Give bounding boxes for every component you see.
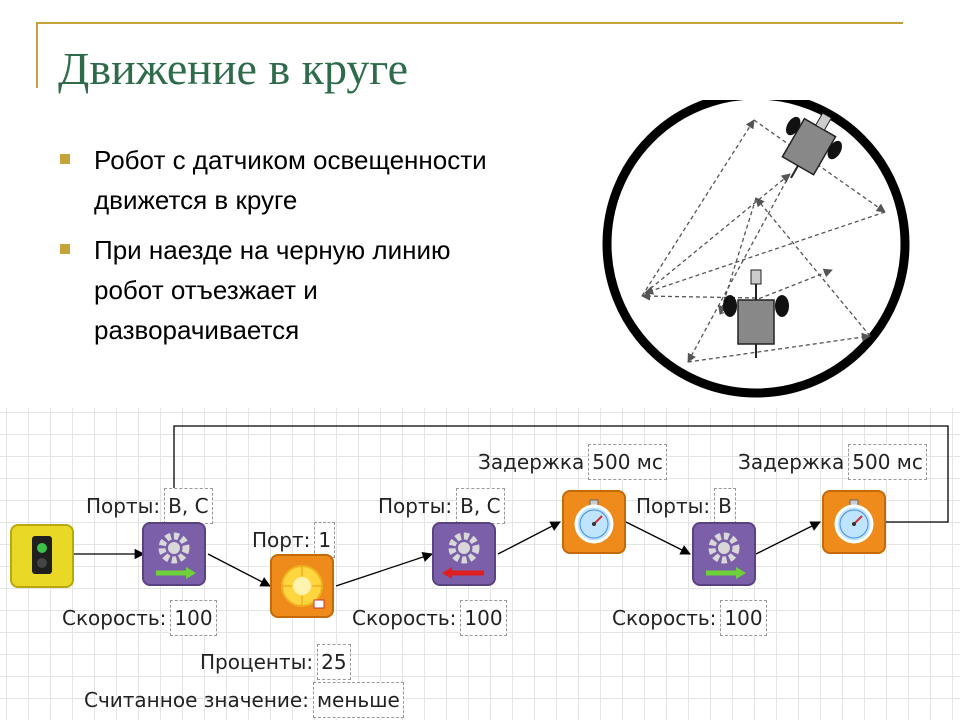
port-value[interactable]: 1	[314, 522, 336, 558]
robot-trajectory-lines	[641, 119, 886, 363]
wire-loop-back	[168, 425, 949, 524]
sensor-port-param: Порт:1	[252, 522, 336, 558]
ports-value[interactable]: B, C	[456, 488, 505, 524]
gear-icon	[156, 532, 196, 579]
robot-bottom-icon	[723, 269, 789, 358]
ports-label: Порты:	[378, 494, 453, 518]
percent-value[interactable]: 25	[317, 644, 351, 680]
ports-value[interactable]: B	[714, 488, 736, 524]
delay-value[interactable]: 500 мс	[848, 444, 927, 480]
speed-label: Скорость:	[352, 606, 457, 630]
motor2-speed-param: Скорость:100	[352, 600, 507, 636]
motor3-speed-param: Скорость:100	[612, 600, 767, 636]
ports-label: Порты:	[636, 494, 711, 518]
slide-title: Движение в круге	[58, 43, 409, 94]
wire-motor3-to-wait2	[755, 521, 821, 555]
motor2-ports-param: Порты:B, C	[378, 488, 505, 524]
motor-block-3[interactable]	[692, 522, 756, 586]
delay-value[interactable]: 500 мс	[588, 444, 667, 480]
light-sensor-block[interactable]	[270, 554, 334, 618]
bullet-text: Робот с датчиком освещенности движется в…	[94, 145, 487, 215]
port-label: Порт:	[252, 528, 311, 552]
wait-block-2[interactable]	[822, 490, 886, 554]
arena-illustration	[602, 100, 910, 398]
gear-icon	[442, 532, 484, 579]
motor-block-1[interactable]	[142, 522, 206, 586]
speed-value[interactable]: 100	[170, 600, 217, 636]
stopwatch-icon	[834, 499, 874, 544]
sequence-wires	[74, 425, 949, 587]
motor1-ports-param: Порты:B, C	[86, 488, 213, 524]
wait-block-1[interactable]	[562, 490, 626, 554]
delay-label: Задержка	[738, 450, 845, 474]
speed-value[interactable]: 100	[460, 600, 507, 636]
wire-motor1-to-sensor	[207, 553, 271, 587]
wire-sensor-to-motor2	[335, 552, 433, 587]
stopwatch-icon	[574, 499, 614, 544]
start-block[interactable]	[10, 524, 74, 588]
speed-label: Скорость:	[612, 606, 717, 630]
arena-black-ring	[602, 100, 910, 398]
bullet-item: При наезде на черную линию робот отъезжа…	[60, 230, 500, 350]
bullet-text: При наезде на черную линию робот отъезжа…	[94, 235, 451, 345]
sensor-percent-param: Проценты:25	[200, 644, 351, 680]
program-canvas: Порты:B, C Скорость:100 Порт:1	[0, 408, 960, 720]
percent-label: Проценты:	[200, 650, 314, 674]
wire-motor2-to-wait1	[497, 521, 561, 555]
speed-value[interactable]: 100	[720, 600, 767, 636]
motor-block-2[interactable]	[432, 522, 496, 586]
traffic-light-icon	[32, 536, 52, 574]
bullet-square-icon	[60, 244, 70, 254]
ports-label: Порты:	[86, 494, 161, 518]
speed-label: Скорость:	[62, 606, 167, 630]
bullet-square-icon	[60, 154, 70, 164]
motor3-ports-param: Порты:B	[636, 488, 736, 524]
sensor-read-param: Считанное значение:меньше	[84, 682, 404, 718]
light-sensor-icon	[281, 565, 325, 609]
gear-icon	[706, 532, 746, 579]
title-frame-left-line	[36, 22, 38, 88]
title-frame-top-line	[36, 22, 903, 24]
read-value[interactable]: меньше	[312, 682, 404, 718]
bullet-item: Робот с датчиком освещенности движется в…	[60, 140, 500, 220]
delay-label: Задержка	[478, 450, 585, 474]
wire-wait1-to-motor3	[625, 521, 691, 555]
motor1-speed-param: Скорость:100	[62, 600, 217, 636]
robot-top-icon	[781, 112, 842, 179]
bullet-list: Робот с датчиком освещенности движется в…	[60, 140, 500, 360]
read-label: Считанное значение:	[84, 688, 309, 712]
ports-value[interactable]: B, C	[164, 488, 213, 524]
